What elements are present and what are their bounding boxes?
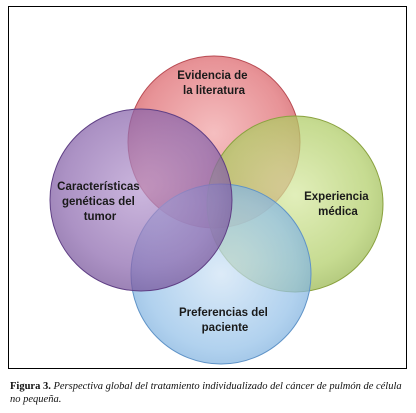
figure-caption: Figura 3. Perspectiva global del tratami… <box>10 381 408 406</box>
label-preferencias: Preferencias del paciente <box>179 307 271 334</box>
caption-text: Perspectiva global del tratamiento indiv… <box>10 381 402 405</box>
label-literatura: Evidencia de la literatura <box>177 70 251 97</box>
label-experiencia: Experiencia médica <box>304 191 372 218</box>
figure-frame: Evidencia de la literatura Experiencia m… <box>8 6 407 369</box>
venn-diagram: Evidencia de la literatura Experiencia m… <box>49 55 384 365</box>
caption-label: Figura 3. <box>10 381 51 392</box>
label-caracteristicas: Características genéticas del tumor <box>57 181 143 223</box>
venn-circle-caracteristicas <box>49 108 233 292</box>
